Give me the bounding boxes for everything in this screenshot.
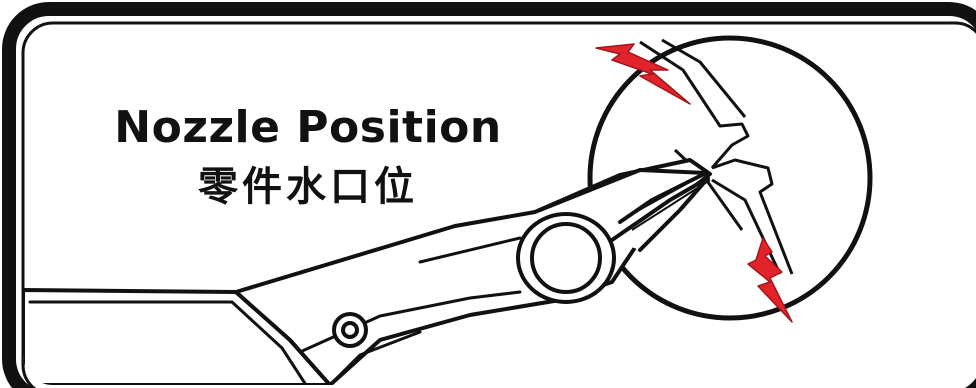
title-chinese: 零件水口位 <box>198 164 418 210</box>
cut-point-lines <box>631 173 711 231</box>
inner-border <box>21 21 976 388</box>
title-english: Nozzle Position <box>114 102 502 153</box>
magnifier-circle-icon <box>587 35 873 321</box>
cut-spark-icon <box>595 43 793 323</box>
flat-cutter-pliers-icon <box>23 158 712 385</box>
